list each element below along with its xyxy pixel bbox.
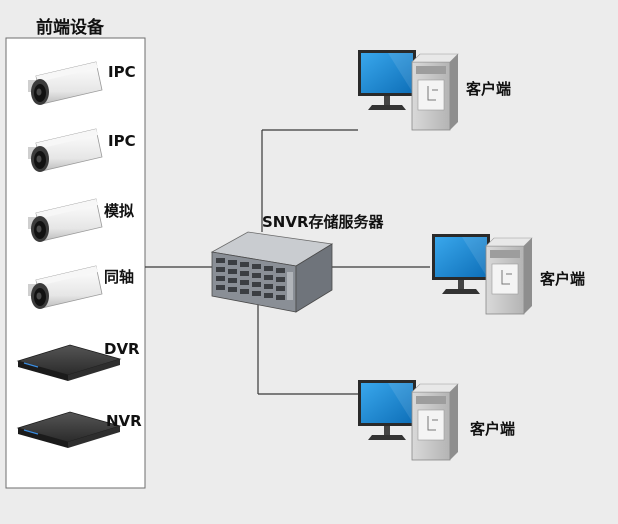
connection-lines: [145, 129, 430, 395]
front-panel-box: [5, 37, 146, 489]
desktop-computer-icon: [357, 379, 459, 461]
client-label: 客户端: [540, 270, 586, 288]
device-label: IPC: [108, 132, 136, 150]
device-label: 同轴: [104, 268, 135, 286]
client-label: 客户端: [466, 80, 512, 98]
device-label: NVR: [106, 412, 142, 430]
device-label: 模拟: [104, 202, 135, 220]
server-label: SNVR存储服务器: [262, 213, 384, 231]
device-label: DVR: [104, 340, 140, 358]
device-label: IPC: [108, 63, 136, 81]
desktop-computer-icon: [431, 233, 533, 315]
front-panel-title: 前端设备: [36, 18, 104, 38]
desktop-computer-icon: [357, 49, 459, 131]
rack-server-icon: [210, 231, 334, 313]
client-label: 客户端: [470, 420, 516, 438]
